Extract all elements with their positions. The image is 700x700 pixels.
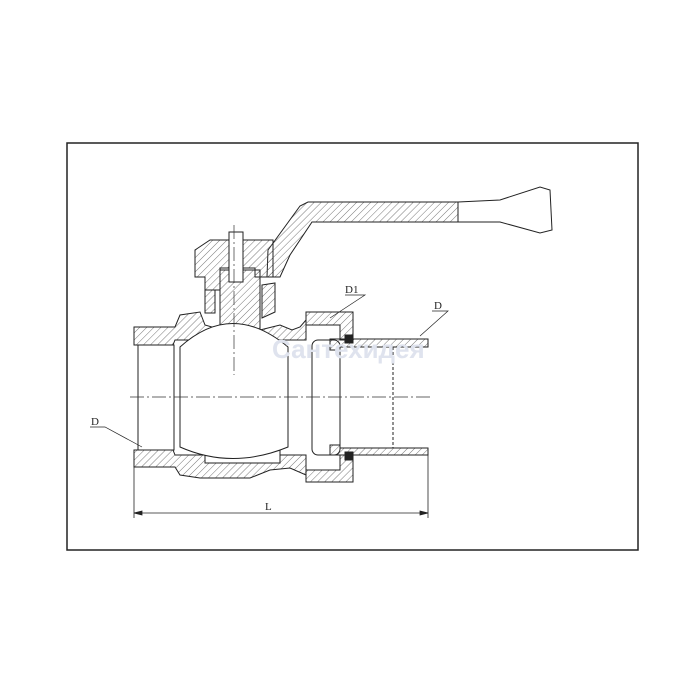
seal-ring-top	[344, 334, 354, 344]
leaders	[90, 294, 449, 448]
label-length: L	[265, 501, 272, 513]
valve-section	[133, 186, 553, 483]
left-thread	[137, 344, 175, 451]
dimension-l	[133, 455, 429, 518]
handle-grip	[457, 186, 553, 234]
drawing-frame	[66, 142, 639, 551]
handle-lever	[266, 201, 459, 278]
body-neck	[204, 282, 276, 319]
union-bore	[311, 339, 341, 456]
label-d-right: D	[434, 300, 442, 312]
seal-ring-bottom	[344, 451, 354, 461]
stem-screw	[228, 231, 244, 283]
label-d1: D1	[345, 284, 358, 296]
label-d-left: D	[91, 416, 99, 428]
watermark-text: Сантехидея	[272, 334, 425, 364]
